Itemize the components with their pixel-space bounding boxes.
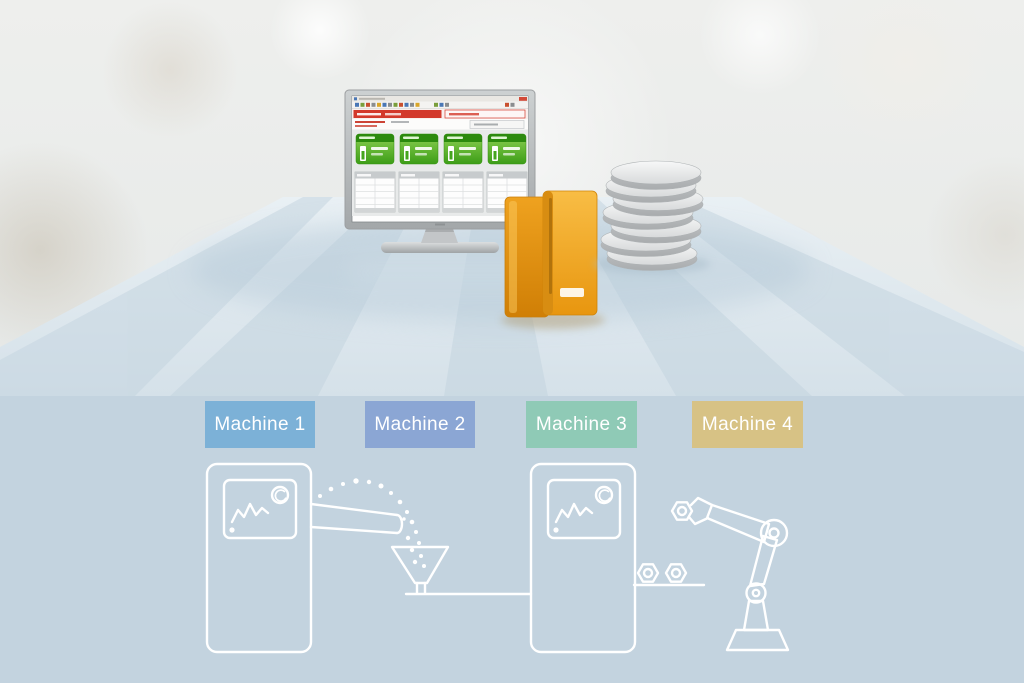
monitor-reflection: [350, 256, 530, 290]
robot-forearm: [705, 503, 771, 544]
alert-banner: [352, 109, 528, 119]
gripper-claw: [687, 515, 710, 526]
machine-3-cabinet: [529, 462, 637, 654]
hex-nut: [664, 563, 688, 583]
machine-status-column-1: [354, 133, 396, 213]
toolbar-icons: [355, 102, 515, 107]
machine-2-label: Machine 2: [365, 401, 475, 448]
machine-1-cabinet: [205, 462, 313, 654]
close-icon: [519, 97, 527, 101]
device-logo-mark: [560, 288, 584, 297]
machine-level-band: [0, 396, 1024, 683]
monitor: [344, 89, 536, 290]
machine-2-granulate-line: [309, 478, 533, 596]
monitor-stand-base: [381, 242, 499, 253]
machine-3-label: Machine 3: [526, 401, 637, 448]
machine-status-column-2: [398, 133, 440, 213]
machine-1-label: Machine 1: [205, 401, 315, 448]
machine-4-robot: [632, 496, 790, 652]
robot-link: [748, 534, 779, 588]
funnel: [390, 545, 450, 585]
machine-status-column-3: [442, 133, 484, 213]
monitoring-software-ui: [352, 96, 528, 216]
database-disc-stack: [594, 160, 710, 274]
robot-column: [742, 599, 770, 632]
hex-nut: [636, 563, 660, 583]
granulate-particles: [318, 478, 426, 568]
machine-4-label: Machine 4: [692, 401, 803, 448]
daq-device: [501, 190, 605, 329]
info-row: [352, 119, 528, 130]
gripper-claw: [689, 496, 714, 507]
monitor-brand-mark: [435, 223, 445, 226]
hex-nut: [670, 501, 694, 521]
robot-pedestal: [725, 628, 790, 652]
